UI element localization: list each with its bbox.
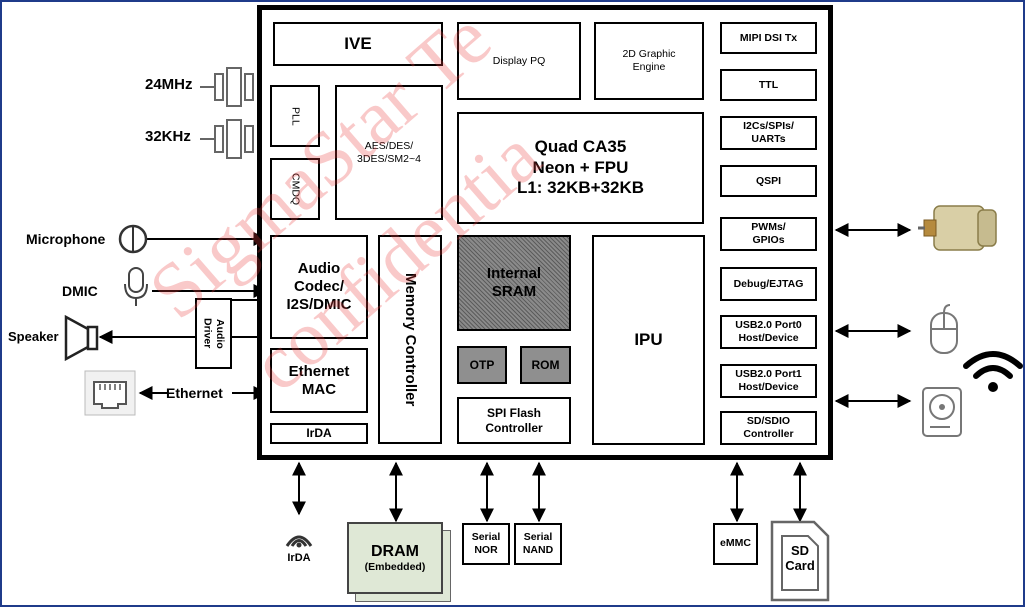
ive-block: IVE <box>273 22 443 66</box>
qspi-block: QSPI <box>720 165 817 197</box>
debug-ejtag-block: Debug/EJTAG <box>720 267 817 301</box>
cmdq-block: CMDQ <box>270 158 320 220</box>
audio-codec-block: Audio Codec/ I2S/DMIC <box>270 235 368 339</box>
otp-block: OTP <box>457 346 507 384</box>
ipu-block: IPU <box>592 235 705 445</box>
pwm-gpio-block: PWMs/ GPIOs <box>720 217 817 251</box>
display-pq-block: Display PQ <box>457 22 581 100</box>
spi-flash-controller-block: SPI Flash Controller <box>457 397 571 444</box>
sd-card-outline <box>770 520 830 602</box>
motor-icon <box>918 205 997 251</box>
irda-icon <box>285 535 313 548</box>
dram-stack: DRAM (Embedded) <box>347 522 451 602</box>
mouse-icon <box>930 304 958 354</box>
dram-label: DRAM <box>371 543 419 560</box>
i2c-spi-uart-block: I2Cs/SPIs/ UARTs <box>720 116 817 150</box>
dram-sub-label: (Embedded) <box>364 561 426 573</box>
memory-controller-block: Memory Controller <box>378 235 442 444</box>
ethernet-port-icon <box>84 370 136 416</box>
dmic-label: DMIC <box>62 283 98 299</box>
crystal-icon <box>200 67 254 107</box>
emmc-block: eMMC <box>713 523 758 565</box>
sd-card-icon: SD Card <box>770 520 830 602</box>
serial-nor-block: Serial NOR <box>462 523 510 565</box>
hard-disk-icon <box>922 387 962 437</box>
wifi-icon <box>963 351 1023 392</box>
microphone-icon <box>118 224 148 254</box>
usb-port1-block: USB2.0 Port1 Host/Device <box>720 364 817 398</box>
ethernet-mac-block: Ethernet MAC <box>270 348 368 413</box>
ethernet-label: Ethernet <box>166 385 223 401</box>
irda-label: IrDA <box>287 552 311 564</box>
internal-sram-block: Internal SRAM <box>457 235 571 331</box>
dmic-icon <box>124 267 148 306</box>
microphone-label: Microphone <box>26 231 106 247</box>
serial-nand-block: Serial NAND <box>514 523 562 565</box>
graphic-engine-block: 2D Graphic Engine <box>594 22 704 100</box>
sd-card-label: SD Card <box>785 543 815 573</box>
dram-block: DRAM (Embedded) <box>347 522 443 594</box>
speaker-label: Speaker <box>8 329 59 344</box>
pll-block: PLL <box>270 85 320 147</box>
crystal-icon <box>200 119 254 159</box>
speaker-icon <box>64 315 99 361</box>
rom-block: ROM <box>520 346 571 384</box>
audio-driver-label: Audio Driver <box>201 318 227 349</box>
ttl-block: TTL <box>720 69 817 101</box>
cpu-block: Quad CA35 Neon + FPU L1: 32KB+32KB <box>457 112 704 224</box>
usb-port0-block: USB2.0 Port0 Host/Device <box>720 315 817 349</box>
clock-24mhz-label: 24MHz <box>145 76 193 93</box>
mipi-dsi-block: MIPI DSI Tx <box>720 22 817 54</box>
clock-32khz-label: 32KHz <box>145 128 191 145</box>
irda-block: IrDA <box>270 423 368 444</box>
audio-driver-block: Audio Driver <box>195 298 232 369</box>
sdio-controller-block: SD/SDIO Controller <box>720 411 817 445</box>
crypto-block: AES/DES/ 3DES/SM2~4 <box>335 85 443 220</box>
